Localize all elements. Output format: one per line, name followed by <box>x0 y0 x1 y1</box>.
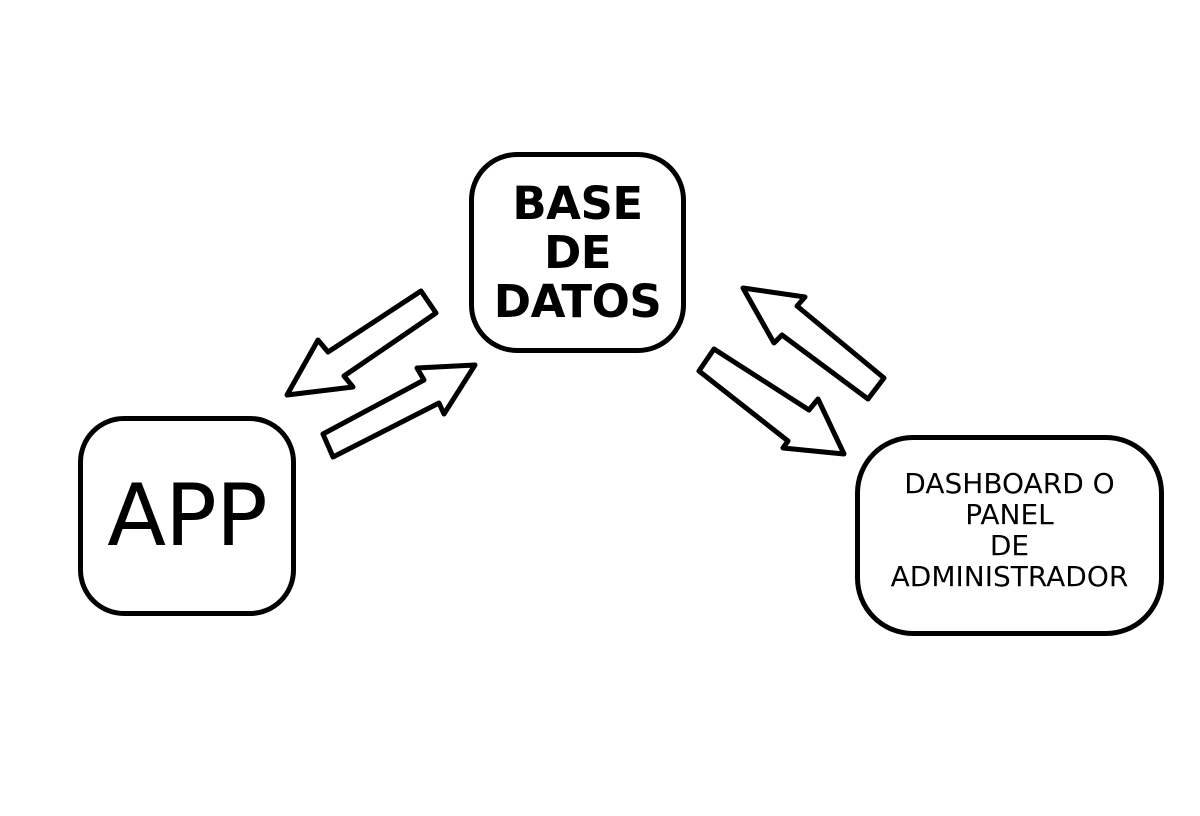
app-node: APP <box>78 416 296 616</box>
arrow-database-to-app <box>284 288 439 398</box>
arrow-dashboard-to-database <box>740 285 887 402</box>
database-label: BASE DE DATOS <box>493 177 662 328</box>
dashboard-node: DASHBOARD O PANEL DE ADMINISTRADOR <box>855 435 1164 636</box>
arrow-database-to-dashboard <box>696 346 847 457</box>
app-label: APP <box>107 466 268 566</box>
arrow-app-to-database <box>320 362 478 460</box>
database-node: BASE DE DATOS <box>469 152 686 353</box>
dashboard-label: DASHBOARD O PANEL DE ADMINISTRADOR <box>890 466 1129 593</box>
